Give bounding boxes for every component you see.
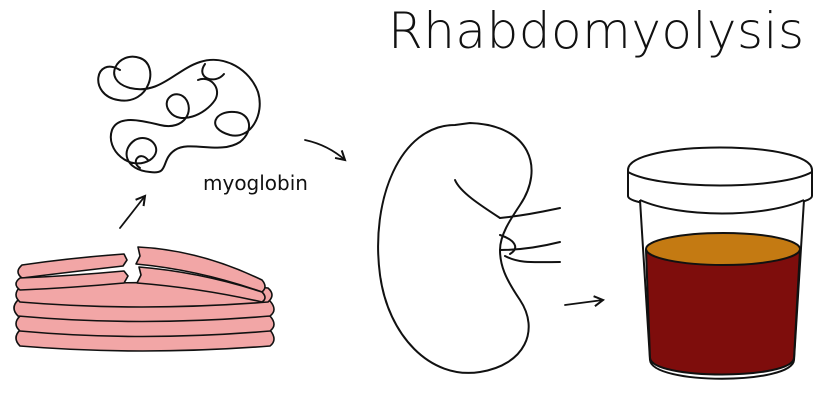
urine-cup-icon [628,148,812,379]
arrow-icon [565,300,603,305]
kidney-icon [378,123,560,373]
arrow-icon [120,196,145,228]
arrow-icon [305,140,345,160]
myoglobin-protein-icon [98,57,260,173]
muscle-fibers-icon [14,247,274,351]
